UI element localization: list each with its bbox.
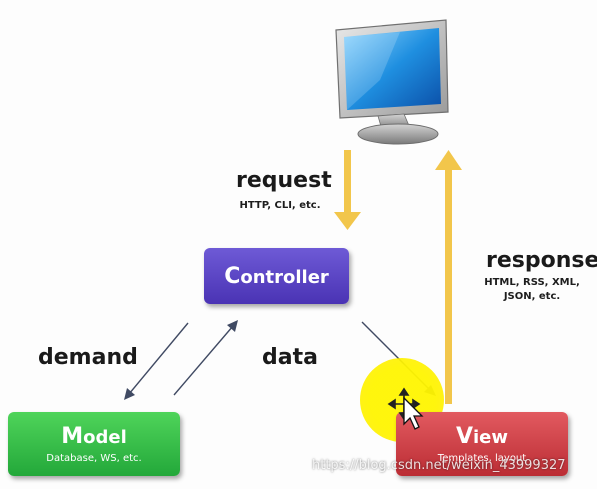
- controller-initial: C: [224, 264, 241, 289]
- controller-box: Controller: [204, 248, 349, 304]
- response-detail-line2: JSON, etc.: [503, 291, 561, 302]
- model-subtitle: Database, WS, etc.: [46, 453, 142, 464]
- controller-title: Controller: [204, 248, 349, 289]
- response-label: response: [486, 248, 597, 273]
- model-box: Model Database, WS, etc.: [8, 412, 180, 476]
- response-detail-line1: HTML, RSS, XML,: [484, 277, 580, 288]
- request-detail: HTTP, CLI, etc.: [239, 200, 321, 211]
- model-rest: odel: [83, 427, 127, 448]
- model-initial: M: [61, 424, 84, 449]
- demand-label: demand: [38, 345, 138, 370]
- watermark: https://blog.csdn.net/weixin_43999327: [312, 458, 566, 473]
- view-rest: iew: [473, 427, 509, 448]
- view-initial: V: [455, 424, 473, 449]
- response-arrow: [435, 150, 462, 404]
- data-label: data: [262, 345, 318, 370]
- model-title: Model: [8, 412, 180, 449]
- data-arrow: [173, 320, 238, 396]
- request-arrow: [334, 150, 361, 230]
- view-box: View Templates, layout: [396, 412, 568, 476]
- controller-rest: ontroller: [240, 267, 329, 288]
- view-subtitle: Templates, layout: [437, 453, 527, 464]
- view-title: View: [396, 412, 568, 449]
- request-label: request: [236, 168, 332, 193]
